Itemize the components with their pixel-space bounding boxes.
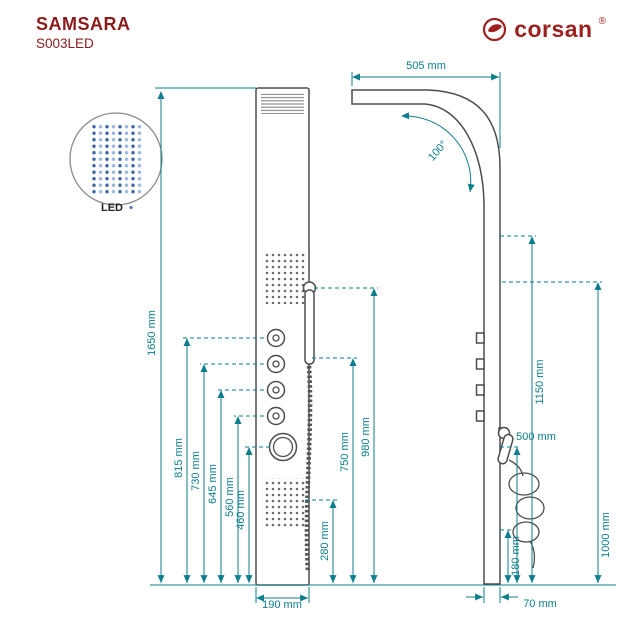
dim-hand-shower-label: 980 mm [360, 417, 372, 457]
angle-arc [401, 112, 475, 193]
led-label: LED [101, 202, 123, 214]
dim-panel-depth-label: 70 mm [523, 598, 557, 610]
led-detail-bubble [69, 112, 163, 206]
panel-profile [351, 89, 501, 585]
side-view [351, 89, 545, 585]
lower-body-jets [263, 478, 305, 528]
dim-hose-length-label: 500 mm [516, 431, 556, 443]
mixer-knob [268, 432, 298, 462]
dim-knob2-label: 730 mm [190, 451, 202, 491]
corsan-swirl-icon [483, 17, 507, 42]
dim-total-height-label: 1650 mm [146, 310, 158, 356]
registered-mark: ® [598, 16, 606, 27]
brand-logo: corsan ® [481, 16, 606, 43]
dim-install-height-label: 1000 mm [600, 512, 612, 558]
front-view [255, 87, 317, 586]
dim-hose-label: 750 mm [339, 432, 351, 472]
overhead-shower-grille [261, 93, 304, 114]
coiled-hose [508, 472, 540, 496]
knob-stubs [475, 332, 485, 422]
dim-lower-jets-label: 280 mm [319, 521, 331, 561]
dim-knob1-label: 815 mm [173, 438, 185, 478]
hand-shower-front [302, 281, 317, 573]
control-knobs [266, 328, 286, 426]
brand-name: corsan [514, 16, 593, 42]
upper-body-jets [263, 252, 305, 304]
dim-knob3-label: 645 mm [207, 464, 219, 504]
dim-spout-label: 180 mm [510, 536, 522, 576]
leader-lines [183, 235, 602, 531]
dim-shower-height-label: 1150 mm [534, 359, 546, 405]
dim-mixer-label: 460 mm [235, 490, 247, 530]
product-title: SAMSARA [36, 14, 131, 34]
led-bullet: • [129, 202, 133, 214]
dimension-lines [150, 72, 616, 603]
dim-arm-reach-label: 505 mm [406, 60, 446, 72]
dim-panel-width-label: 190 mm [262, 599, 302, 611]
shower-hose-front [304, 365, 313, 573]
product-model: S003LED [36, 36, 94, 51]
